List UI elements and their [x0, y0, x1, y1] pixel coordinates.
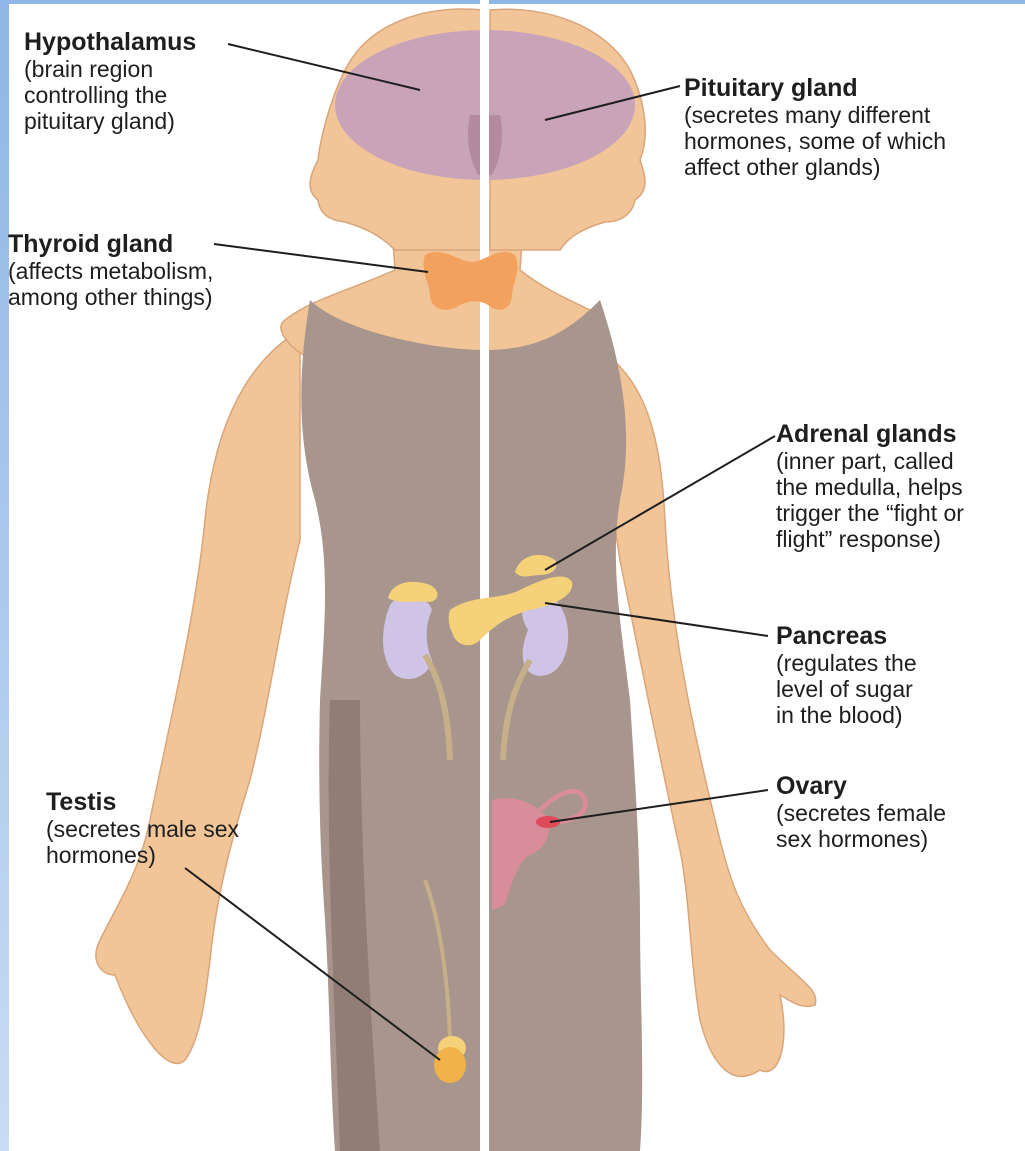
label-pancreas: Pancreas (regulates the level of sugar i… [776, 622, 917, 728]
ovary-title: Ovary [776, 772, 946, 800]
hypothalamus-desc: (brain region controlling the pituitary … [24, 56, 196, 134]
label-hypothalamus: Hypothalamus (brain region controlling t… [24, 28, 196, 134]
adrenal-desc: (inner part, called the medulla, helps t… [776, 448, 964, 552]
thyroid-desc: (affects metabolism, among other things) [8, 258, 213, 310]
hypothalamus-title: Hypothalamus [24, 28, 196, 56]
left-arm [96, 330, 300, 1063]
pituitary-desc: (secretes many different hormones, some … [684, 102, 946, 180]
pancreas-title: Pancreas [776, 622, 917, 650]
label-ovary: Ovary (secretes female sex hormones) [776, 772, 946, 852]
label-pituitary: Pituitary gland (secretes many different… [684, 74, 946, 180]
left-kidney [383, 596, 432, 679]
label-thyroid: Thyroid gland (affects metabolism, among… [8, 230, 213, 310]
thyroid-title: Thyroid gland [8, 230, 213, 258]
adrenal-title: Adrenal glands [776, 420, 964, 448]
pancreas-desc: (regulates the level of sugar in the blo… [776, 650, 917, 728]
label-adrenal: Adrenal glands (inner part, called the m… [776, 420, 964, 552]
center-divider [480, 0, 489, 1151]
testis-desc: (secretes male sex hormones) [46, 816, 239, 868]
label-testis: Testis (secretes male sex hormones) [46, 788, 239, 868]
pituitary-title: Pituitary gland [684, 74, 946, 102]
testis [434, 1047, 466, 1083]
testis-title: Testis [46, 788, 239, 816]
ovary-desc: (secretes female sex hormones) [776, 800, 946, 852]
